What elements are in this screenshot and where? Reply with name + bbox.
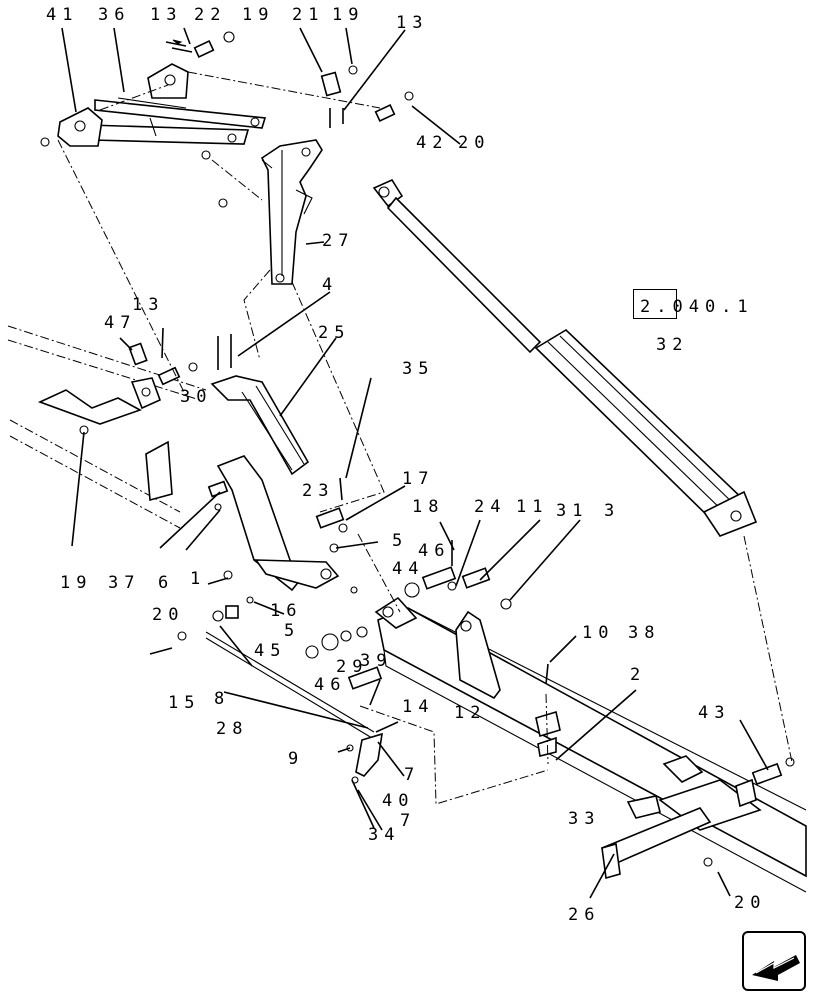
left-frame-section xyxy=(7,325,207,529)
callout-34[interactable]: 34 xyxy=(368,825,400,845)
callout-5[interactable]: 5 xyxy=(392,531,408,551)
callout-46[interactable]: 46 xyxy=(418,541,450,561)
callout-13c[interactable]: 13 xyxy=(132,295,164,315)
callout-18[interactable]: 18 xyxy=(412,497,444,517)
callout-43[interactable]: 43 xyxy=(698,703,730,723)
callout-25[interactable]: 25 xyxy=(318,323,350,343)
callout-12[interactable]: 12 xyxy=(454,703,486,723)
callout-20[interactable]: 20 xyxy=(458,133,490,153)
rod-28 xyxy=(205,631,399,784)
callout-20c[interactable]: 20 xyxy=(734,893,766,913)
callout-35[interactable]: 35 xyxy=(402,359,434,379)
callout-27[interactable]: 27 xyxy=(322,231,354,251)
callout-7b[interactable]: 7 xyxy=(400,811,416,831)
plate-22-bracket xyxy=(147,63,189,99)
callout-28[interactable]: 28 xyxy=(216,719,248,739)
callout-31[interactable]: 31 xyxy=(556,501,588,521)
plate-41 xyxy=(57,107,103,147)
callout-40[interactable]: 40 xyxy=(382,791,414,811)
callout-44[interactable]: 44 xyxy=(392,559,424,579)
callout-15[interactable]: 15 xyxy=(168,693,200,713)
callout-8[interactable]: 8 xyxy=(214,689,230,709)
callout-22[interactable]: 22 xyxy=(194,5,226,25)
reference-link[interactable]: 2.040.1 xyxy=(640,297,754,317)
callout-38[interactable]: 38 xyxy=(628,623,660,643)
callout-29[interactable]: 29 xyxy=(336,657,368,677)
callout-30[interactable]: 30 xyxy=(180,387,212,407)
main-beam xyxy=(374,596,807,893)
callout-6[interactable]: 6 xyxy=(158,573,174,593)
callout-19c[interactable]: 19 xyxy=(60,573,92,593)
callout-16[interactable]: 16 xyxy=(270,601,302,621)
callout-19[interactable]: 19 xyxy=(242,5,274,25)
arm-25 xyxy=(210,334,310,476)
callout-32[interactable]: 32 xyxy=(656,335,688,355)
callout-10[interactable]: 10 xyxy=(582,623,614,643)
dash-centerlines xyxy=(57,71,793,805)
previous-page-button[interactable] xyxy=(742,931,806,991)
callout-36[interactable]: 36 xyxy=(98,5,130,25)
callout-4[interactable]: 4 xyxy=(322,275,338,295)
leader-lines xyxy=(61,27,769,899)
callout-13[interactable]: 13 xyxy=(150,5,182,25)
callout-9[interactable]: 9 xyxy=(288,749,304,769)
previous-arrow-icon xyxy=(752,955,800,981)
callout-47[interactable]: 47 xyxy=(104,313,136,333)
mast-27 xyxy=(260,139,323,285)
callout-21[interactable]: 21 xyxy=(292,5,324,25)
mount-bracket xyxy=(207,455,340,604)
callout-23[interactable]: 23 xyxy=(302,481,334,501)
callout-26[interactable]: 26 xyxy=(568,905,600,925)
callout-33[interactable]: 33 xyxy=(568,809,600,829)
hydraulic-cylinder-32 xyxy=(372,178,758,537)
upper-link-assembly xyxy=(40,31,414,208)
callout-42[interactable]: 42 xyxy=(416,133,448,153)
callout-5b[interactable]: 5 xyxy=(284,621,300,641)
callout-14[interactable]: 14 xyxy=(402,697,434,717)
callout-20b[interactable]: 20 xyxy=(152,605,184,625)
callout-11[interactable]: 11 xyxy=(516,497,548,517)
callout-24[interactable]: 24 xyxy=(474,497,506,517)
callout-39[interactable]: 39 xyxy=(360,651,392,671)
callout-13b[interactable]: 13 xyxy=(396,13,428,33)
callout-46b[interactable]: 46 xyxy=(314,675,346,695)
callout-41[interactable]: 41 xyxy=(46,5,78,25)
hardware-middle xyxy=(149,477,549,690)
callout-45[interactable]: 45 xyxy=(254,641,286,661)
callout-19b[interactable]: 19 xyxy=(332,5,364,25)
callout-1[interactable]: 1 xyxy=(190,569,206,589)
callout-3[interactable]: 3 xyxy=(604,501,620,521)
callout-17[interactable]: 17 xyxy=(402,469,434,489)
callout-2[interactable]: 2 xyxy=(630,665,646,685)
reference-box xyxy=(633,289,677,319)
callout-37[interactable]: 37 xyxy=(108,573,140,593)
callout-7[interactable]: 7 xyxy=(404,765,420,785)
